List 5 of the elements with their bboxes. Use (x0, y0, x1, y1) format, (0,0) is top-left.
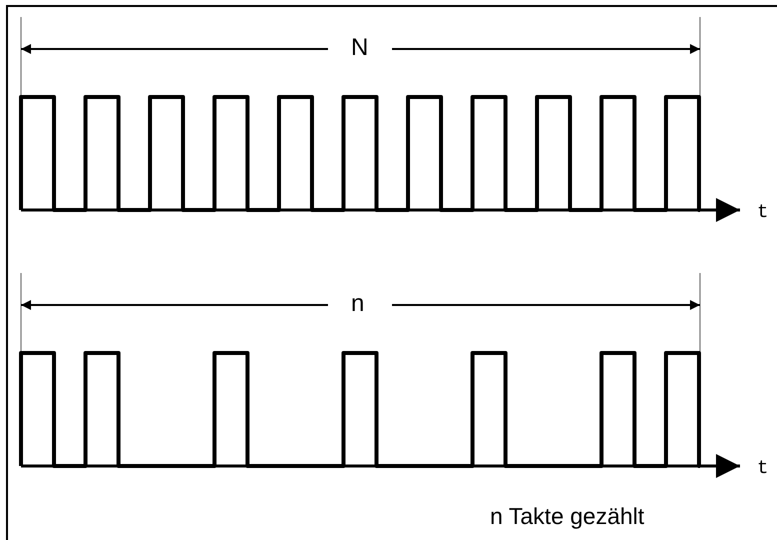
caption-text: n Takte gezählt (490, 505, 644, 528)
dimension-label: n (351, 292, 364, 316)
axis-label: t (757, 459, 768, 478)
dimension-label: N (351, 36, 368, 60)
axis-label: t (757, 203, 768, 222)
